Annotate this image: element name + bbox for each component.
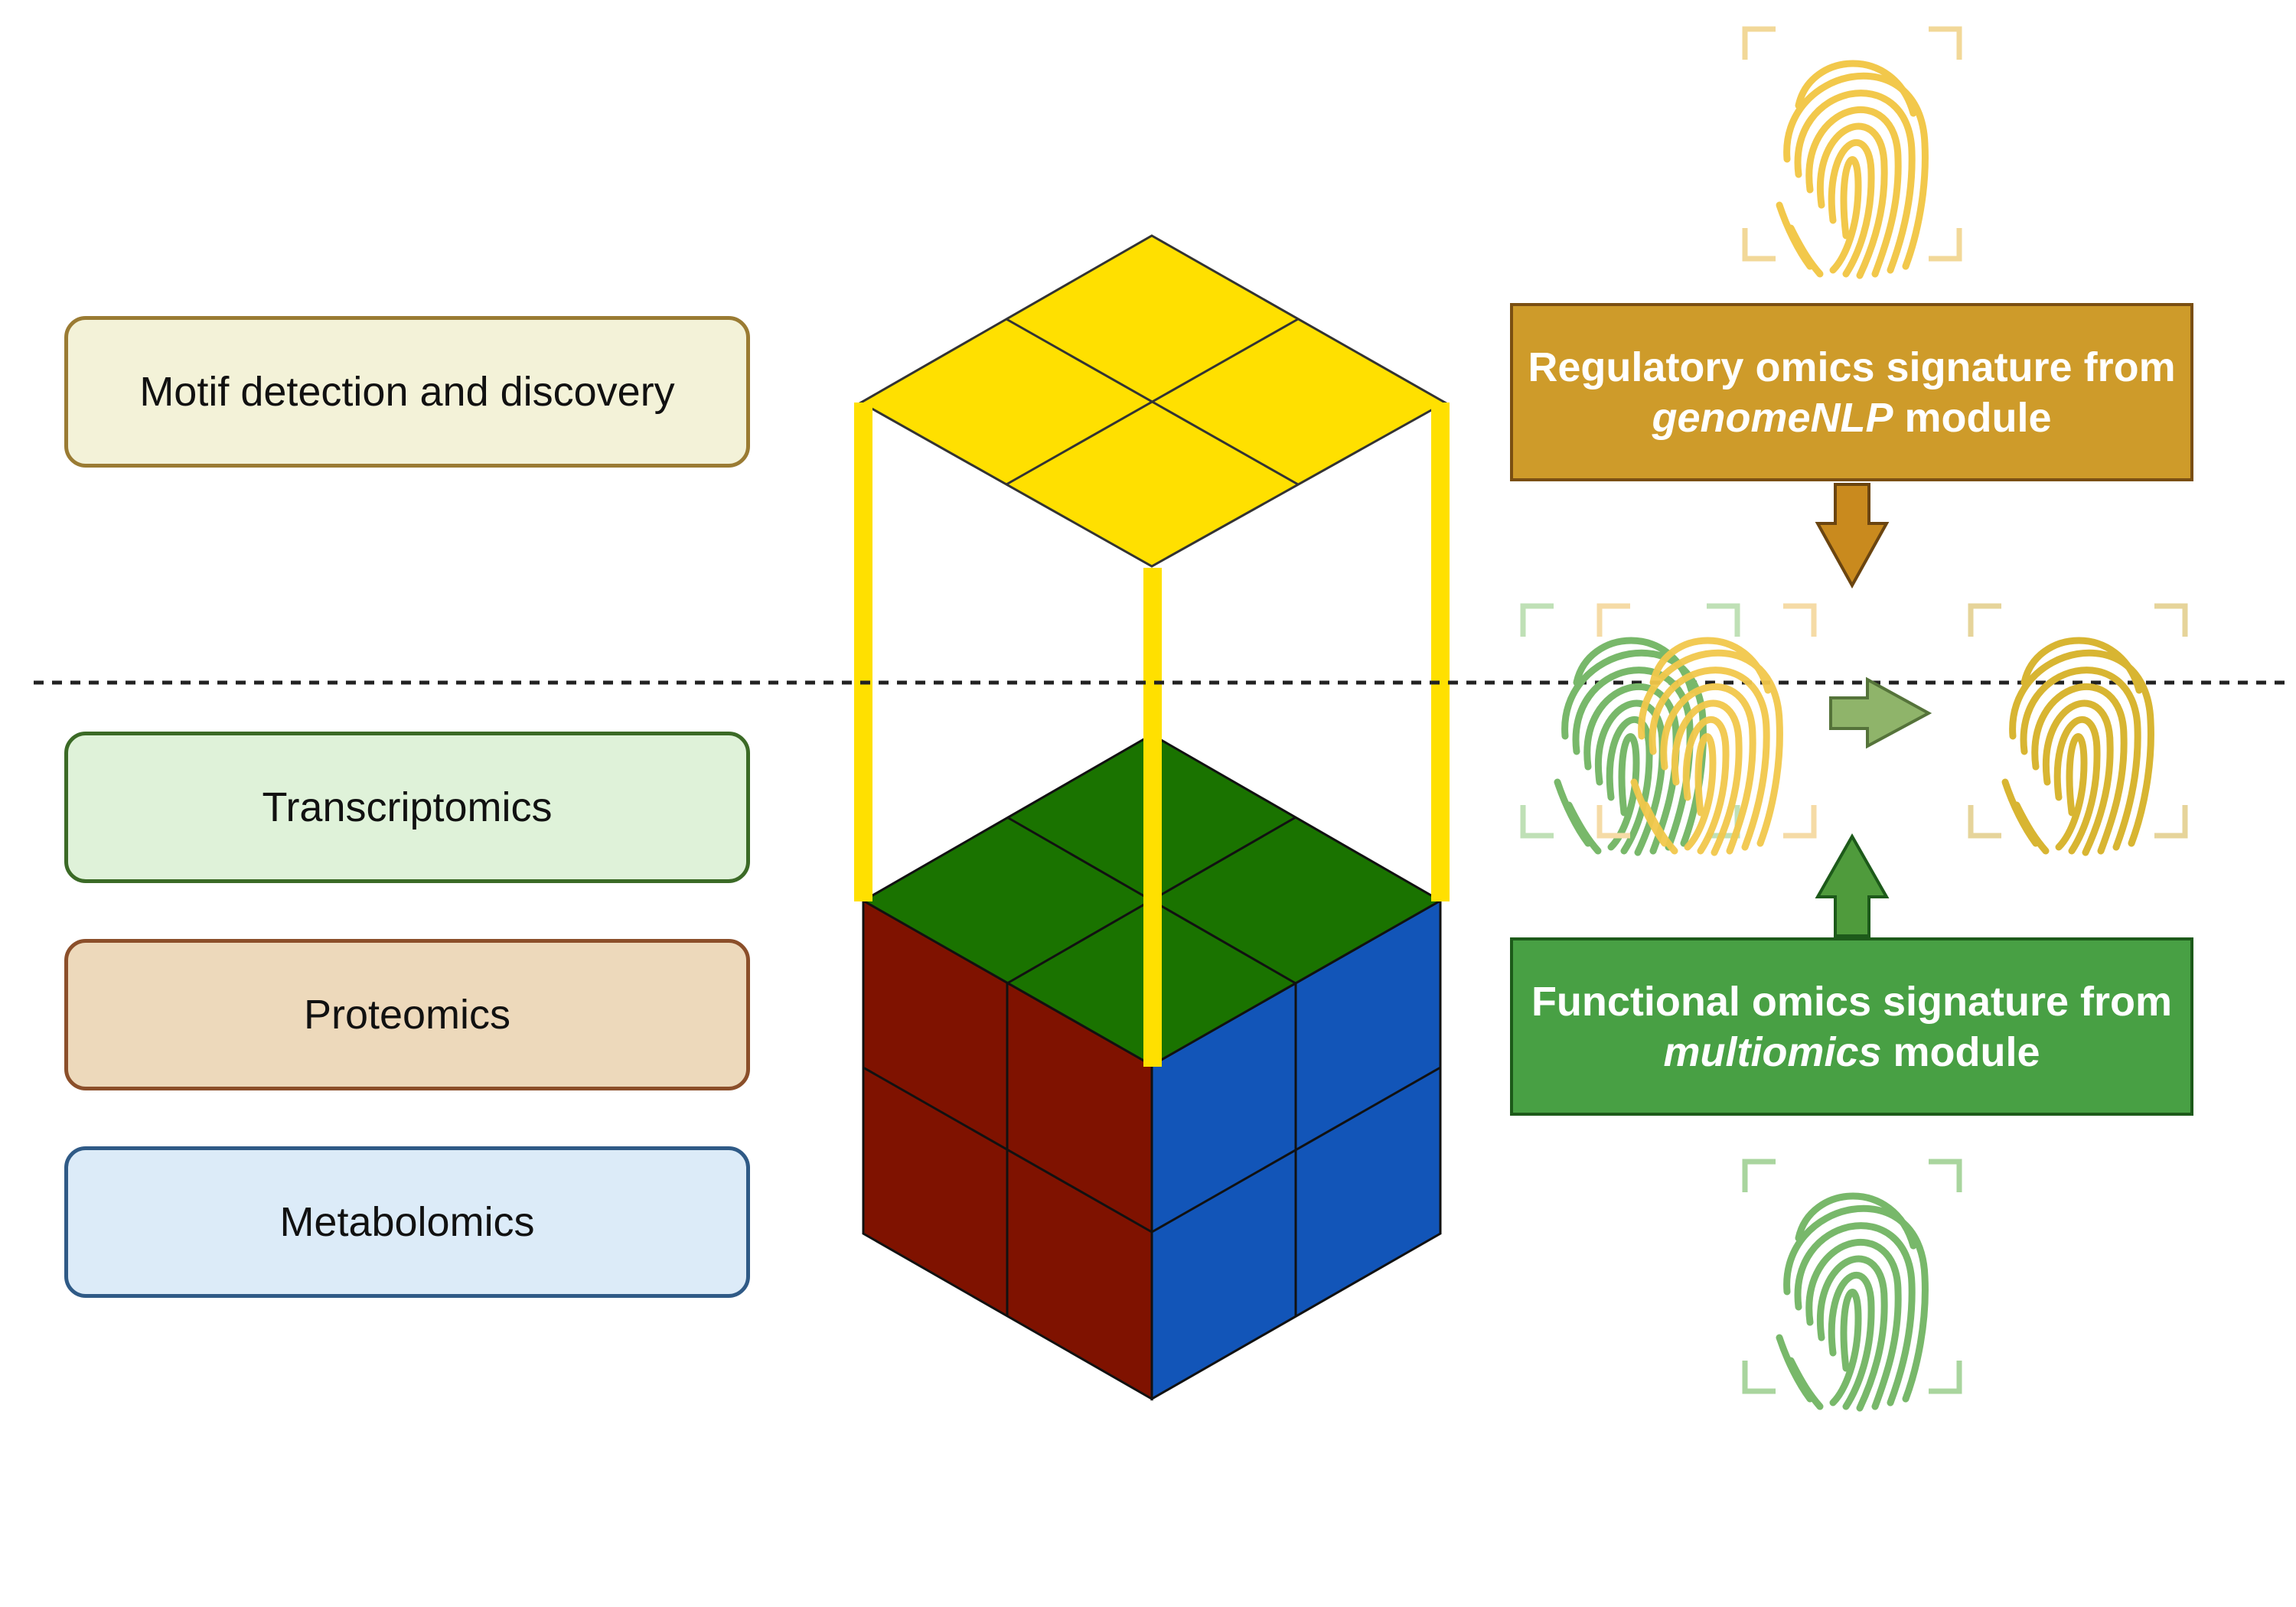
transcriptomics-label: Transcriptomics (262, 784, 553, 830)
transcriptomics-box: Transcriptomics (64, 732, 750, 883)
fingerprint-icon (1971, 606, 2185, 852)
functional-signature-suffix: module (1881, 1028, 2040, 1075)
motif-label: Motif detection and discovery (139, 369, 675, 415)
fingerprint-icon (1745, 29, 1959, 275)
functional-signature-box: Functional omics signature from multiomi… (1510, 937, 2193, 1116)
proteomics-box: Proteomics (64, 939, 750, 1090)
functional-signature-line2: multiomics module (1663, 1027, 2040, 1077)
arrow-down-icon (1815, 483, 1890, 589)
arrow-up-icon (1815, 833, 1890, 937)
functional-signature-line1: Functional omics signature from (1531, 978, 2173, 1025)
motif-detection-box: Motif detection and discovery (64, 316, 750, 468)
yellow-top-layer (858, 234, 1448, 568)
regulatory-signature-box: Regulatory omics signature from genomeNL… (1510, 303, 2193, 481)
arrow-right-icon (1829, 676, 1932, 749)
genomenlp-module-name: genomeNLP (1652, 394, 1893, 441)
multiomics-module-name: multiomics (1663, 1028, 1882, 1075)
regulatory-signature-suffix: module (1893, 394, 2052, 441)
regulatory-signature-line2: genomeNLP module (1652, 393, 2051, 443)
metabolomics-box: Metabolomics (64, 1146, 750, 1298)
yellow-pillars (854, 403, 1450, 1067)
proteomics-label: Proteomics (303, 992, 511, 1038)
metabolomics-label: Metabolomics (279, 1199, 535, 1245)
regulatory-signature-line1: Regulatory omics signature from (1528, 344, 2176, 390)
fingerprint-icon (1745, 1162, 1959, 1408)
